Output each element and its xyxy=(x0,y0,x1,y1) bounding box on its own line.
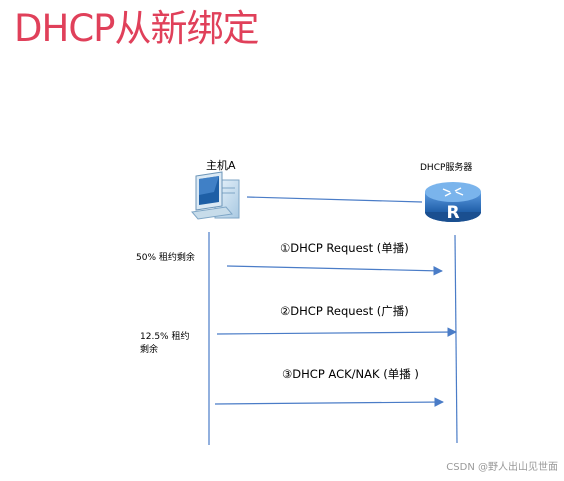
message-arrow-1 xyxy=(226,265,443,276)
host-label: 主机A xyxy=(206,159,236,172)
router-icon: R xyxy=(425,182,481,223)
page-title: DHCP从新绑定 xyxy=(14,7,259,50)
svg-text:R: R xyxy=(446,203,459,223)
message-label-2: ②DHCP Request (广播) xyxy=(280,304,409,318)
watermark: CSDN @野人出山见世面 xyxy=(446,462,558,473)
note-12-5-percent-line1: 12.5% 租约 xyxy=(140,332,190,342)
message-label-3: ③DHCP ACK/NAK (单播 ) xyxy=(282,367,419,381)
message-arrow-3 xyxy=(214,397,444,407)
server-lifeline xyxy=(454,234,458,444)
note-50-percent: 50% 租约剩余 xyxy=(136,253,195,263)
server-label: DHCP服务器 xyxy=(420,163,473,173)
message-label-1: ①DHCP Request (单播) xyxy=(280,241,409,255)
note-12-5-percent-line2: 剩余 xyxy=(140,345,159,355)
computer-icon xyxy=(191,171,240,220)
connection-line xyxy=(246,196,423,203)
message-arrow-2 xyxy=(216,327,457,337)
